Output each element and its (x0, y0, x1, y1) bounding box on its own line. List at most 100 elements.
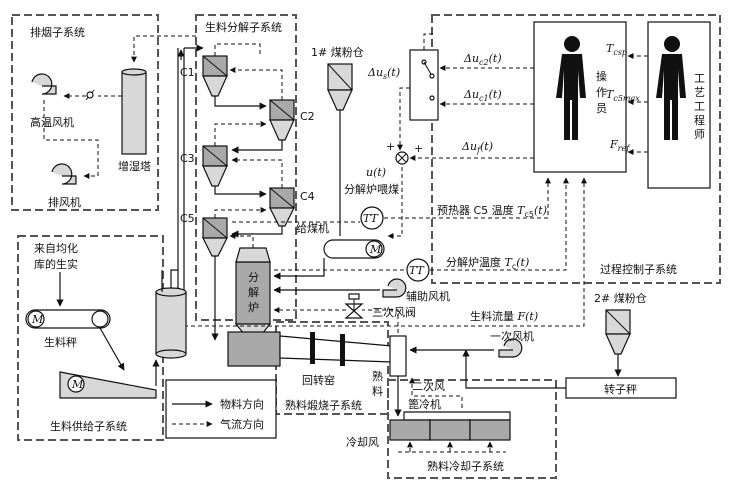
switch-top-in (423, 33, 436, 50)
uc2-label: Δuc2(t) (463, 52, 502, 67)
tc5max-label: Tc5max (606, 88, 640, 103)
cyclone-c5-cone (202, 237, 228, 257)
tcsp-label: Tcsp (606, 42, 627, 57)
calciner-coal-label: 分解炉喂煤 (344, 182, 399, 196)
c1-solid (214, 96, 267, 110)
secondary-air-label: 二次风 (412, 379, 445, 393)
raw-scale-to-conveyor (99, 327, 125, 371)
calciner-char-2: 解 (248, 285, 259, 299)
process-control-subsystem-label: 过程控制子系统 (600, 262, 677, 276)
cooler-chamber-1 (389, 419, 431, 441)
plus-top: + (386, 140, 395, 153)
tt-calciner-sensor (406, 258, 430, 282)
coal-feeder-motor-m: M (369, 243, 382, 256)
cooler-chamber-2 (429, 419, 471, 441)
exhaust-fan-label: 排风机 (48, 195, 81, 209)
grate-cooler-label: 篦冷机 (408, 397, 441, 411)
raw-source-line-2: 库的生实 (34, 257, 78, 271)
exhaust-subsystem-label: 排烟子系统 (30, 25, 85, 39)
exhaust-fan-icon (51, 163, 77, 185)
uc1-label: Δuc1(t) (463, 88, 502, 103)
decomposition-subsystem-box (195, 14, 297, 321)
kiln-inlet (227, 331, 281, 367)
cooling-subsystem-box (387, 379, 557, 479)
raw-scale-motor (27, 310, 45, 328)
c4-gas (231, 157, 283, 188)
gas-flow-htfan-to-exhaust (43, 100, 99, 179)
uf-label: Δuf(t) (461, 140, 493, 155)
conveyor-motor (67, 375, 85, 393)
c2-gas (229, 67, 283, 100)
plus-right: + (414, 142, 423, 155)
humidifier-top (121, 68, 147, 76)
process-control-subsystem-box (431, 14, 721, 284)
humidifier-label: 增湿塔 (118, 159, 151, 173)
raw-scale-label: 生料秤 (44, 335, 77, 349)
cooler-top (403, 411, 511, 421)
kiln-label: 回转窑 (302, 373, 335, 387)
feeder-to-calciner (273, 258, 325, 280)
calcination-subsystem-label: 熟料煅烧子系统 (285, 398, 362, 412)
primary-fan-icon (498, 338, 523, 358)
primary-fan-label: 一次风机 (490, 329, 534, 343)
engineer-char-2: 艺 (694, 86, 705, 99)
engineer-box (647, 21, 711, 189)
calcination-subsystem-box (275, 321, 389, 415)
calciner-temp-label: 分解炉温度 Tc(t) (446, 255, 529, 271)
raw-flow-label: 生料流量 F(t) (470, 309, 538, 323)
coal-bin-1-label: 1# 煤粉仓 (311, 45, 364, 59)
rotary-kiln (279, 335, 393, 363)
engineer-char-4: 程 (694, 114, 705, 127)
calciner-top (235, 247, 271, 263)
c5-label: C5 (180, 212, 195, 225)
kiln-tyre-2 (340, 334, 345, 366)
legend-material-label: 物料方向 (220, 397, 264, 411)
aux-fan-label: 辅助风机 (406, 289, 450, 303)
us-label: Δus(t) (367, 66, 400, 81)
feed-silo (155, 291, 187, 355)
c1-label: C1 (180, 66, 195, 79)
operator-figure (556, 36, 586, 140)
c3-label: C3 (180, 152, 195, 165)
tt-pre-to-operator (432, 177, 551, 219)
high-temp-fan-label: 高温风机 (30, 115, 74, 129)
c3-gas (214, 121, 267, 146)
operator-char-1: 操 (596, 69, 607, 83)
cooler-chamber-3 (469, 419, 511, 441)
cooling-subsystem-label: 熟料冷却子系统 (427, 459, 504, 473)
coal-bin-1-cone (327, 89, 353, 111)
legend-box (165, 379, 277, 439)
c5-gas (214, 207, 267, 218)
clinker-char-2: 料 (372, 384, 383, 398)
humidifier-tower (121, 71, 147, 155)
operator-char-2: 作 (596, 86, 607, 99)
kiln-hood (389, 335, 407, 377)
raw-scale-motor-m: M (31, 313, 44, 326)
c3-solid (214, 186, 267, 198)
tertiary-valve-label: 三次风阀 (372, 305, 416, 319)
cyclone-c1-cone (202, 75, 228, 97)
raw-source-line-1: 来自均化 (34, 241, 78, 255)
tertiary-air-line (362, 309, 399, 340)
secondary-air-line (409, 377, 463, 408)
c1-gas-up (214, 43, 261, 56)
feed-subsystem-label: 生料供给子系统 (50, 419, 127, 433)
c2-solid (231, 140, 283, 154)
raw-flow-to-operator (170, 177, 587, 327)
tt-preheater-sensor (360, 206, 384, 230)
legend-gas-label: 气流方向 (220, 417, 264, 431)
fref-label: Fref (609, 138, 631, 153)
tt-calc-to-operator (430, 177, 569, 271)
damper-icon (86, 91, 94, 99)
u-t-to-feeder (387, 160, 403, 239)
clinker-char-1: 熟 (372, 369, 383, 383)
raw-scale-belt (25, 309, 111, 329)
engineer-figure (656, 36, 686, 140)
kiln-tyre-1 (310, 332, 315, 364)
aux-fan-icon (382, 278, 407, 298)
gas-flow-c1-to-humidifier (131, 35, 196, 63)
rotor-scale-label: 转子秤 (604, 382, 637, 396)
us-line (397, 87, 410, 151)
rotor-to-kiln (462, 349, 566, 389)
